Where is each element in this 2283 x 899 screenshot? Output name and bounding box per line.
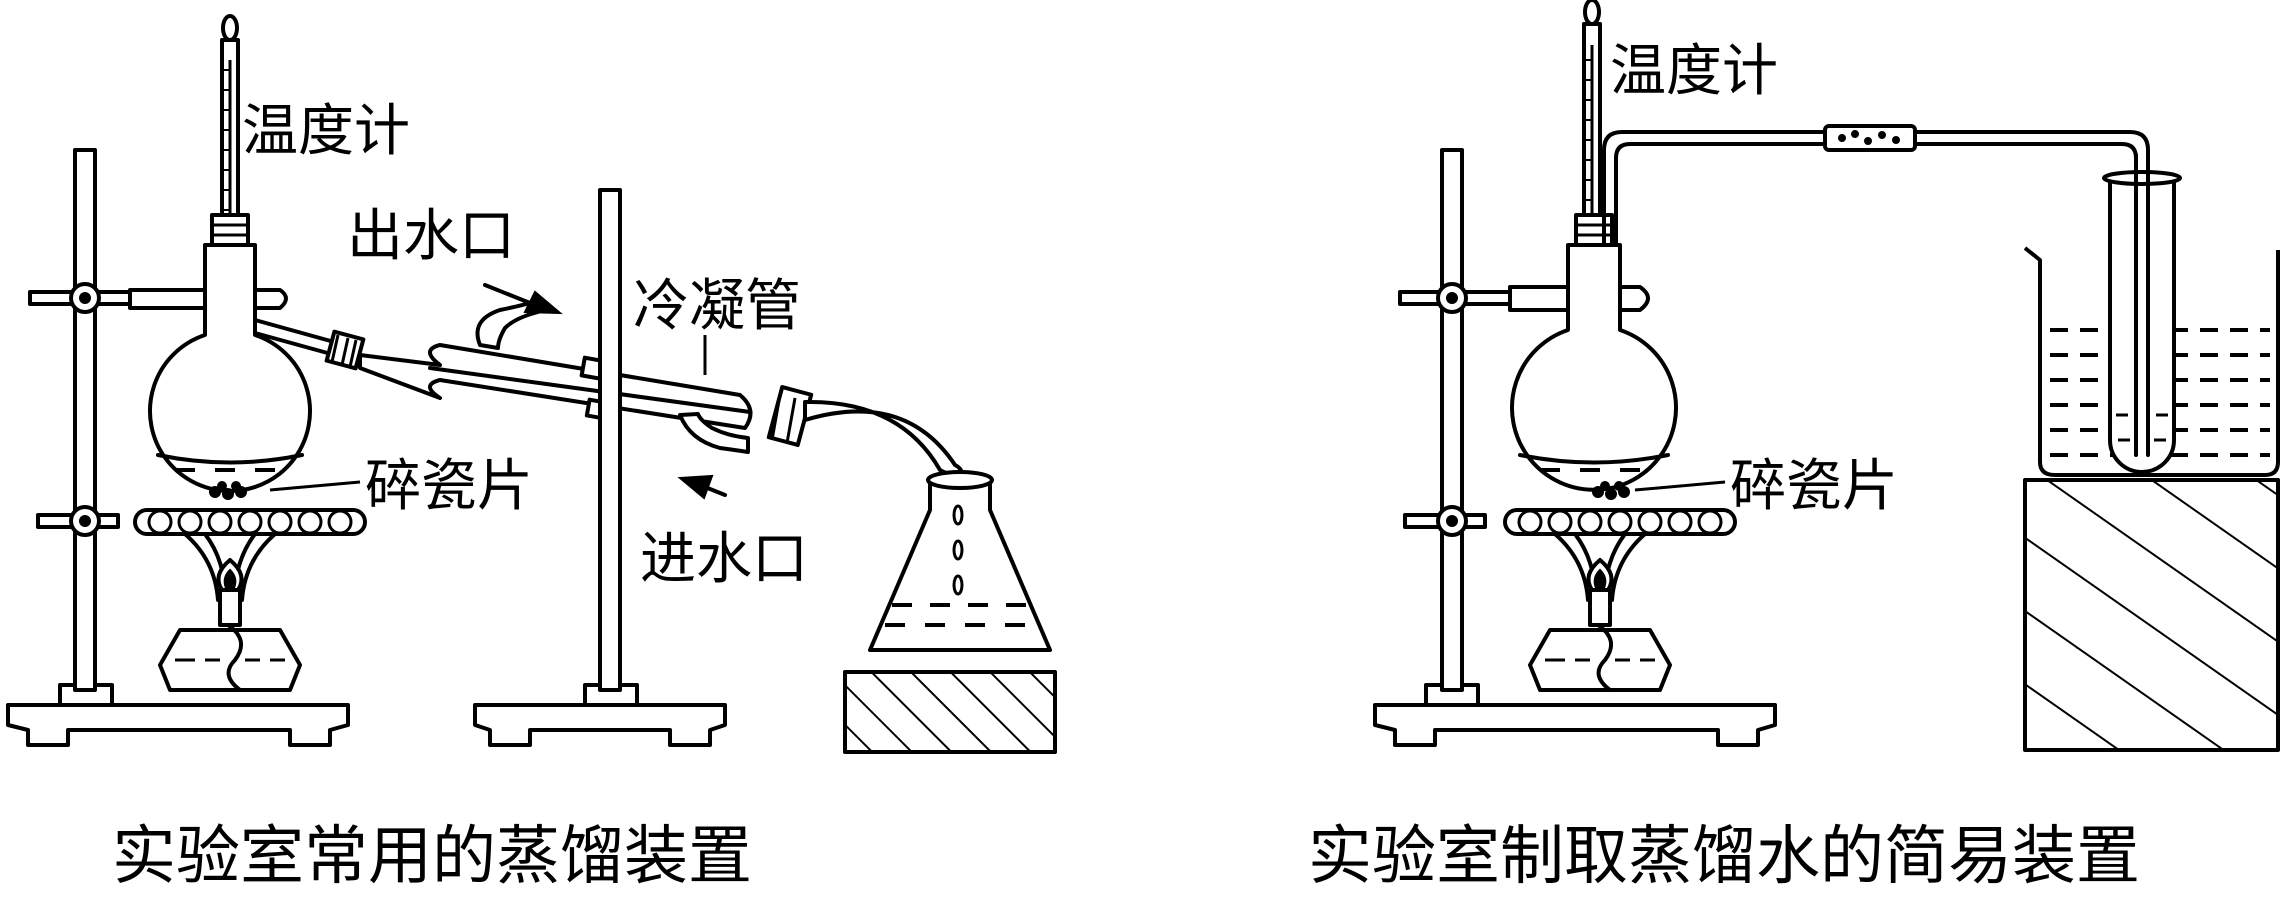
water-inlet-arrow	[677, 474, 727, 500]
delivery-tube	[1602, 124, 2150, 457]
iron-stand-right	[1373, 148, 1777, 747]
thermometer-label-left: 温度计	[242, 99, 410, 164]
water-inlet-label: 进水口	[640, 527, 808, 592]
boiling-chips-label-right: 碎瓷片	[1730, 454, 1898, 519]
hatched-block-left-fill	[847, 674, 1053, 750]
thermometer-label-right: 温度计	[1610, 39, 1778, 104]
distillation-flask-left	[148, 243, 347, 500]
condenser	[358, 298, 753, 454]
receiver-adapter	[766, 385, 964, 482]
conical-flask	[868, 470, 1052, 652]
wire-gauze-right	[1503, 508, 1737, 602]
test-tube	[2102, 153, 2182, 474]
hatched-block-right-fill	[2027, 482, 2276, 748]
caption-left: 实验室常用的蒸馏装置	[112, 820, 752, 894]
alcohol-lamp-left	[158, 558, 302, 692]
adapter-left	[324, 329, 366, 371]
boiling-chips-pointer-line-left	[269, 480, 361, 492]
iron-stand-middle	[473, 188, 727, 747]
right-apparatus: 温度计 碎瓷片 实验室制取蒸馏水的简易装置	[1308, 0, 2280, 894]
boiling-chips-label-left: 碎瓷片	[365, 454, 533, 519]
wire-gauze-left	[133, 508, 367, 602]
water-outlet-label: 出水口	[347, 204, 515, 269]
condenser-label: 冷凝管	[633, 274, 801, 339]
water-outlet-arrow	[483, 283, 563, 315]
thermometer-left	[210, 14, 250, 272]
distillation-flask-right	[1510, 243, 1678, 500]
boiling-chips-pointer-line-right	[1634, 480, 1726, 492]
left-apparatus: 温度计 出水口 冷凝管 碎瓷片 进水口 实验室常用的蒸馏装置	[6, 14, 1057, 894]
alcohol-lamp-right	[1528, 558, 1672, 692]
caption-right: 实验室制取蒸馏水的简易装置	[1308, 820, 2140, 894]
